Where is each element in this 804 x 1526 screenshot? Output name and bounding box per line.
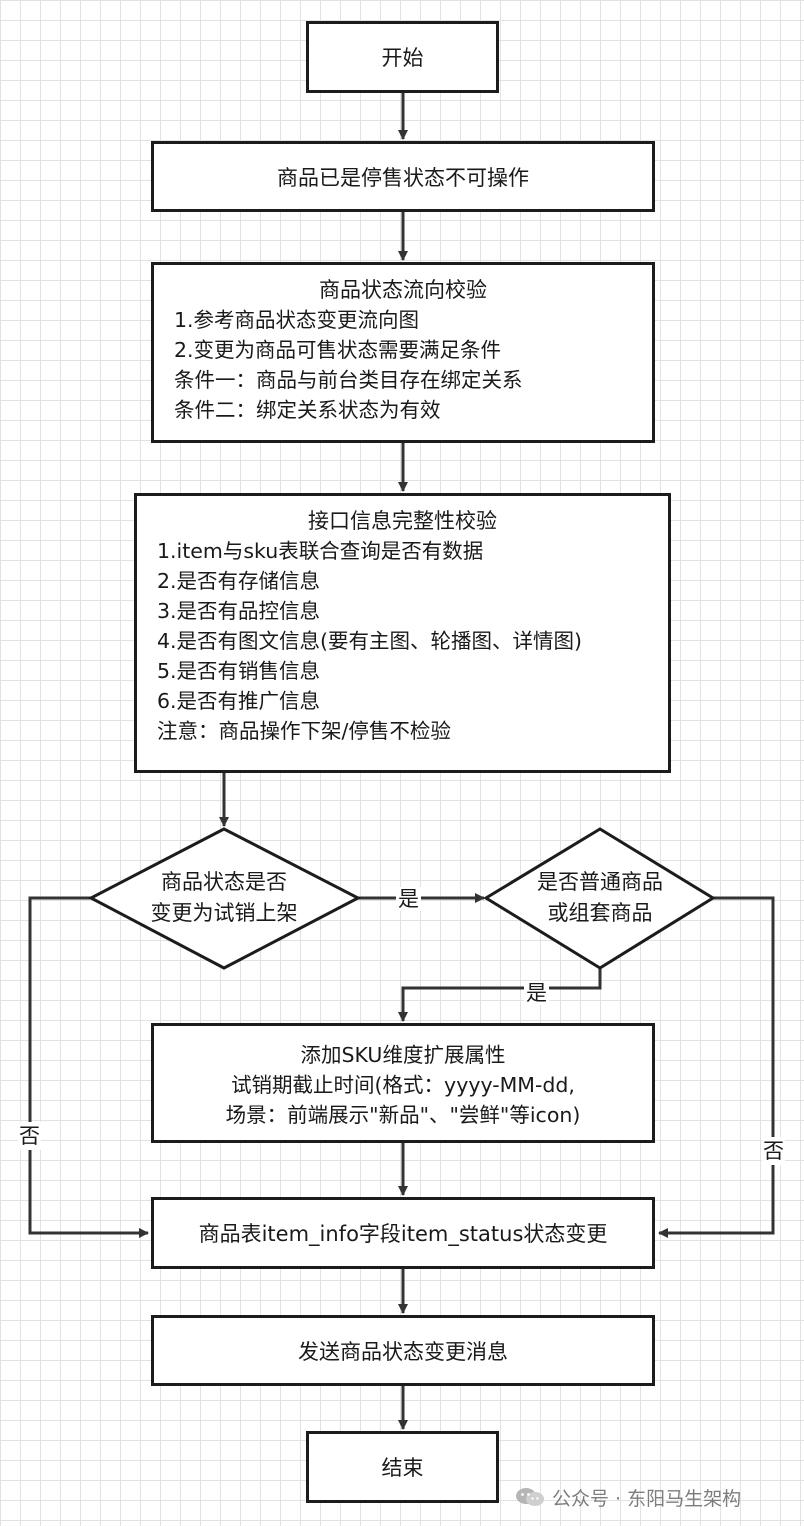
edge-trial-no [28, 896, 149, 1238]
edge-normal-no [658, 896, 775, 1238]
edge-label-trial-no: 否 [18, 1122, 41, 1150]
decision-trial-line: 商品状态是否 [161, 870, 287, 894]
send-msg-label: 发送商品状态变更消息 [298, 1339, 508, 1364]
flow-check-line: 条件二：绑定关系状态为有效 [174, 398, 441, 422]
decision-diamond-normal [483, 827, 716, 970]
api-check-line: 3.是否有品控信息 [157, 599, 321, 623]
add-sku-line: 添加SKU维度扩展属性 [300, 1043, 506, 1067]
api-check-line: 5.是否有销售信息 [157, 659, 321, 683]
flow-check-line: 1.参考商品状态变更流向图 [174, 308, 420, 332]
end-label: 结束 [381, 1456, 424, 1480]
decision-trial-text: 商品状态是否 变更为试销上架 [124, 867, 324, 929]
flow-check-node: 商品状态流向校验 1.参考商品状态变更流向图 2.变更为商品可售状态需要满足条件… [151, 262, 655, 443]
edge-normal-yes [398, 968, 602, 1022]
stop-sale-label: 商品已是停售状态不可操作 [277, 165, 529, 190]
end-node: 结束 [306, 1431, 499, 1503]
flow-check-line: 条件一：商品与前台类目存在绑定关系 [174, 368, 523, 392]
edge-label-normal-yes: 是 [524, 981, 549, 1005]
api-check-title: 接口信息完整性校验 [308, 509, 497, 533]
stop-sale-node: 商品已是停售状态不可操作 [151, 141, 655, 212]
api-check-line: 注意：商品操作下架/停售不检验 [157, 719, 451, 743]
add-sku-line: 试销期截止时间(格式：yyyy-MM-dd, [231, 1073, 575, 1097]
edge-label-normal-no: 否 [762, 1137, 785, 1165]
api-check-line: 4.是否有图文信息(要有主图、轮播图、详情图) [157, 629, 583, 653]
decision-diamond-trial [87, 827, 362, 970]
start-node: 开始 [306, 21, 499, 93]
decision-normal-line: 或组套商品 [547, 901, 653, 925]
api-check-lines: 1.item与sku表联合查询是否有数据 2.是否有存储信息 3.是否有品控信息… [157, 536, 668, 746]
api-check-line: 6.是否有推广信息 [157, 689, 321, 713]
add-sku-line: 场景：前端展示"新品"、"尝鲜"等icon) [225, 1103, 581, 1127]
update-status-label: 商品表item_info字段item_status状态变更 [198, 1222, 608, 1246]
decision-trial-line: 变更为试销上架 [150, 901, 298, 925]
add-sku-node: 添加SKU维度扩展属性 试销期截止时间(格式：yyyy-MM-dd, 场景：前端… [151, 1023, 655, 1143]
decision-normal-text: 是否普通商品 或组套商品 [500, 867, 700, 929]
edge-label-trial-yes: 是 [396, 887, 421, 911]
decision-normal-line: 是否普通商品 [537, 870, 663, 894]
api-check-line: 1.item与sku表联合查询是否有数据 [157, 539, 484, 563]
wechat-icon [516, 1488, 544, 1506]
send-msg-node: 发送商品状态变更消息 [151, 1315, 655, 1386]
watermark-text: 公众号 · 东阳马生架构 [552, 1487, 742, 1510]
watermark: 公众号 · 东阳马生架构 [514, 1483, 741, 1511]
start-label: 开始 [381, 46, 424, 70]
flow-check-lines: 1.参考商品状态变更流向图 2.变更为商品可售状态需要满足条件 条件一：商品与前… [174, 305, 652, 425]
api-check-line: 2.是否有存储信息 [157, 569, 321, 593]
flow-check-line: 2.变更为商品可售状态需要满足条件 [174, 338, 502, 362]
api-check-node: 接口信息完整性校验 1.item与sku表联合查询是否有数据 2.是否有存储信息… [134, 493, 671, 773]
flow-check-title: 商品状态流向校验 [319, 278, 487, 302]
update-status-node: 商品表item_info字段item_status状态变更 [151, 1197, 655, 1269]
